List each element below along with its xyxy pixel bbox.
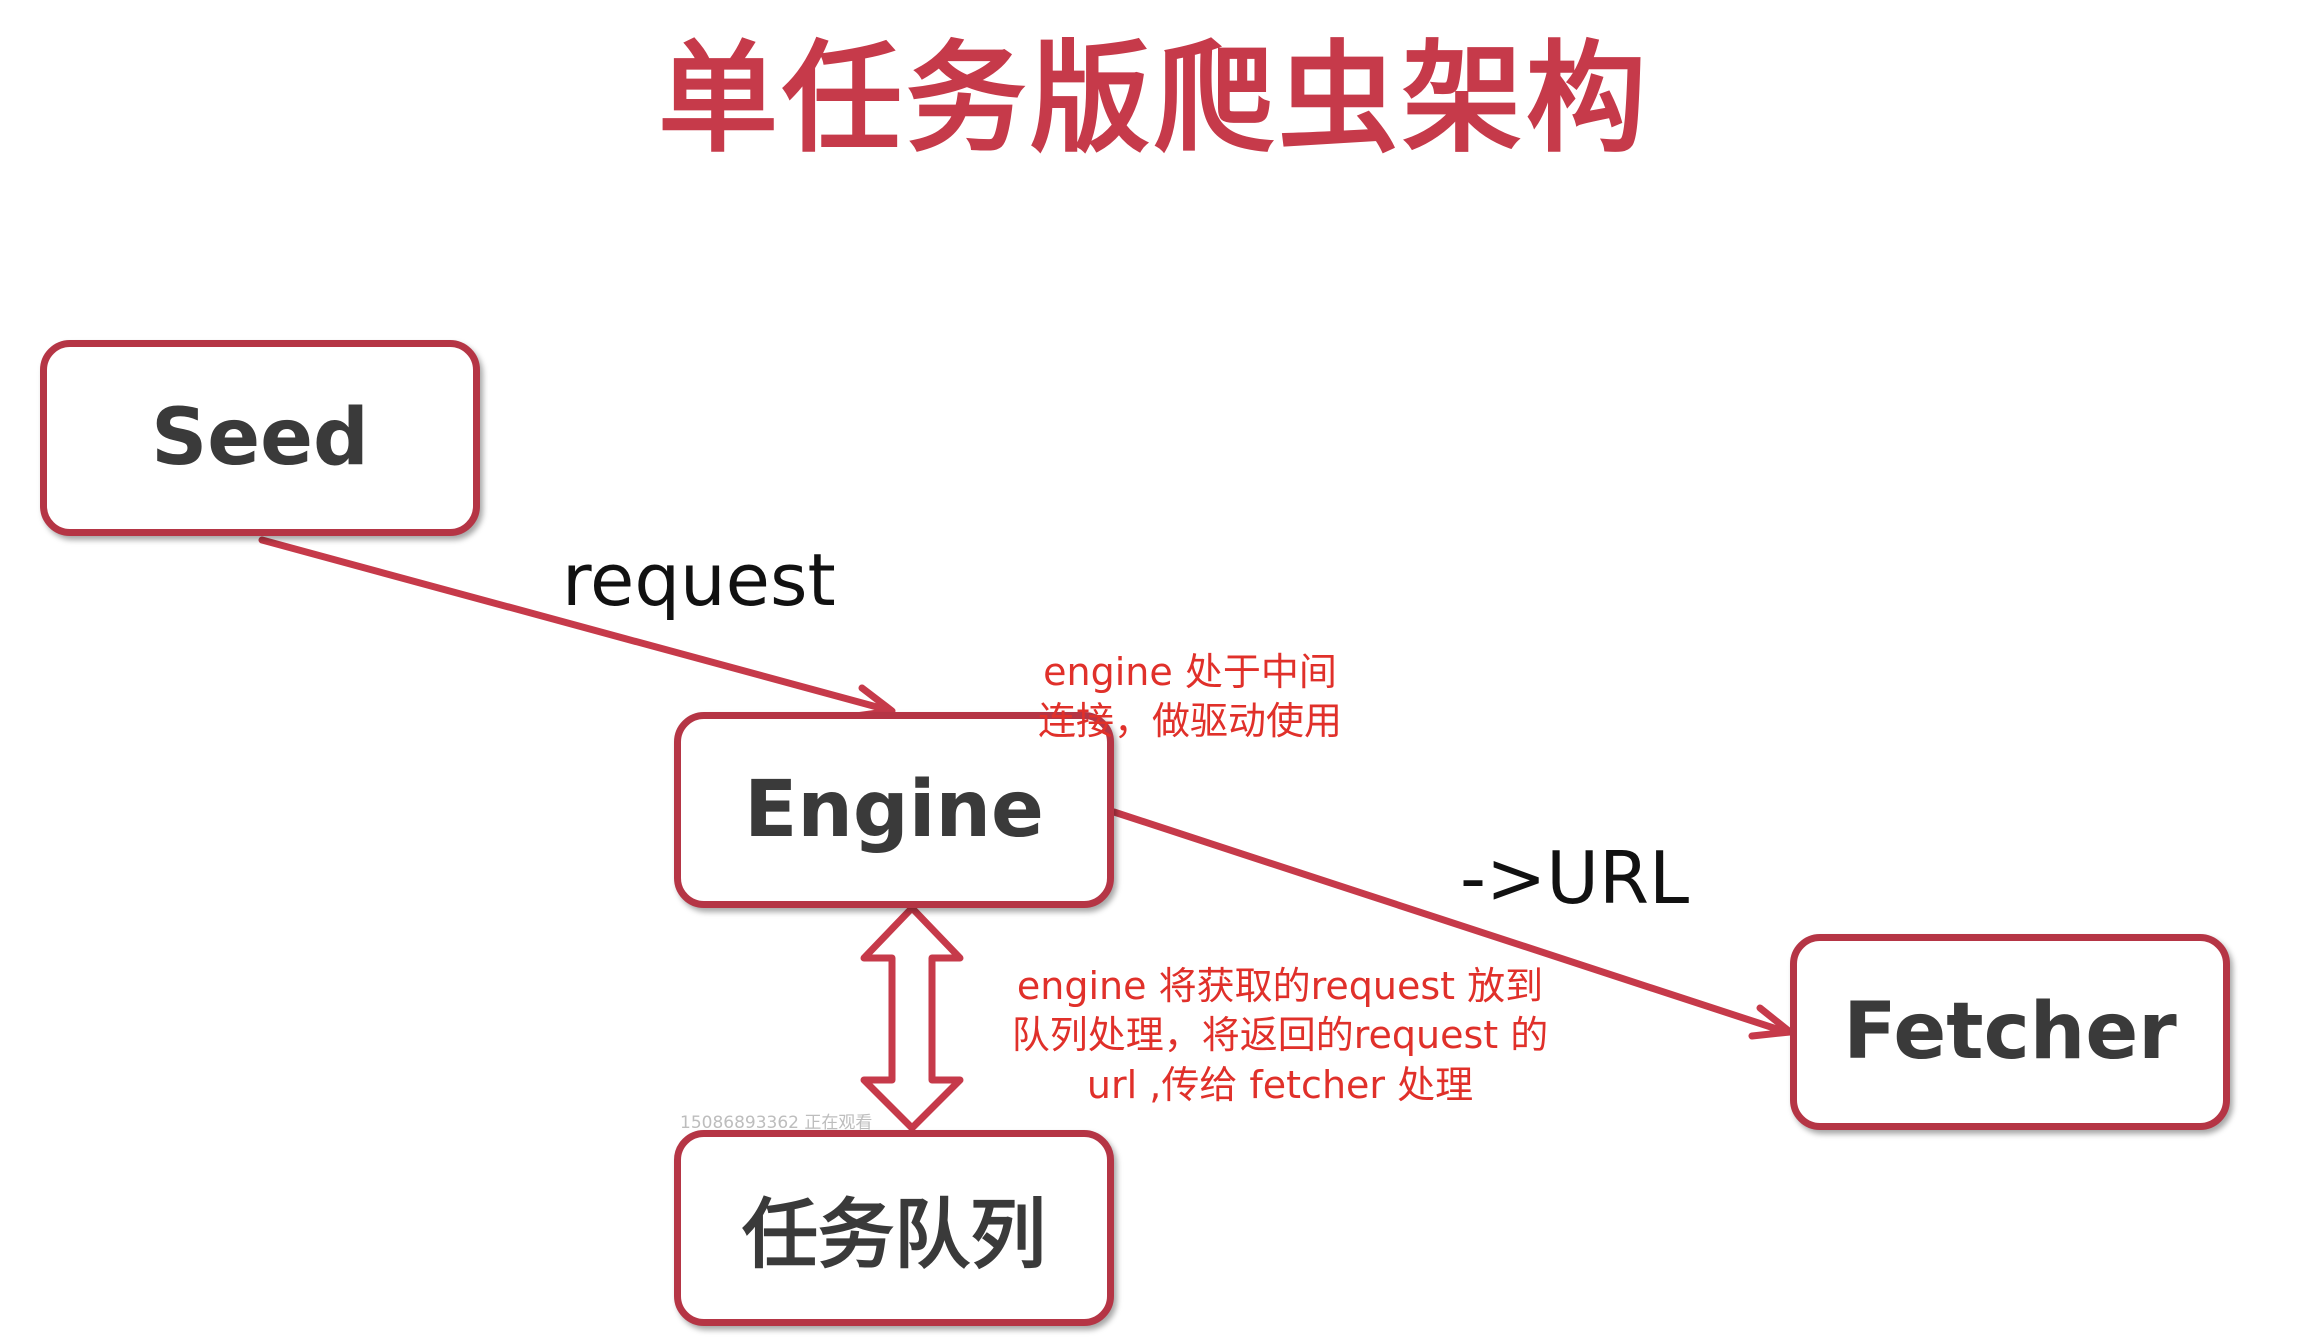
engine-node: Engine <box>674 712 1114 908</box>
queue-note-line: url ,传给 fetcher 处理 <box>1086 1062 1474 1107</box>
engine-label: Engine <box>744 765 1044 855</box>
engine-note-line: engine 处于中间 <box>1043 650 1337 694</box>
seed-node: Seed <box>40 340 480 536</box>
task-queue-node: 任务队列 <box>674 1130 1114 1326</box>
diagram-title: 单任务版爬虫架构 <box>658 30 1650 169</box>
queue-note-line: 队列处理，将返回的request 的 <box>1011 1013 1549 1058</box>
engine-note-line: 连接，做驱动使用 <box>1037 699 1342 744</box>
task-queue-label: 任务队列 <box>742 1190 1046 1279</box>
edge-seed-engine <box>258 536 892 714</box>
edge-label-url: ->URL <box>1460 836 1690 920</box>
queue-note: engine 将获取的request 放到 队列处理，将返回的request 的… <box>990 962 1570 1110</box>
engine-note: engine 处于中间 连接，做驱动使用 <box>980 648 1400 747</box>
fetcher-node: Fetcher <box>1790 934 2230 1130</box>
queue-note-line: engine 将获取的request 放到 <box>1016 964 1544 1008</box>
seed-label: Seed <box>151 393 369 483</box>
edge-engine-fetcher <box>1110 808 1790 1036</box>
edge-engine-queue-double-arrow <box>860 904 964 1132</box>
edge-label-request: request <box>562 538 836 622</box>
viewer-watermark: 15086893362 正在观看 <box>680 1113 873 1133</box>
fetcher-label: Fetcher <box>1843 987 2177 1077</box>
